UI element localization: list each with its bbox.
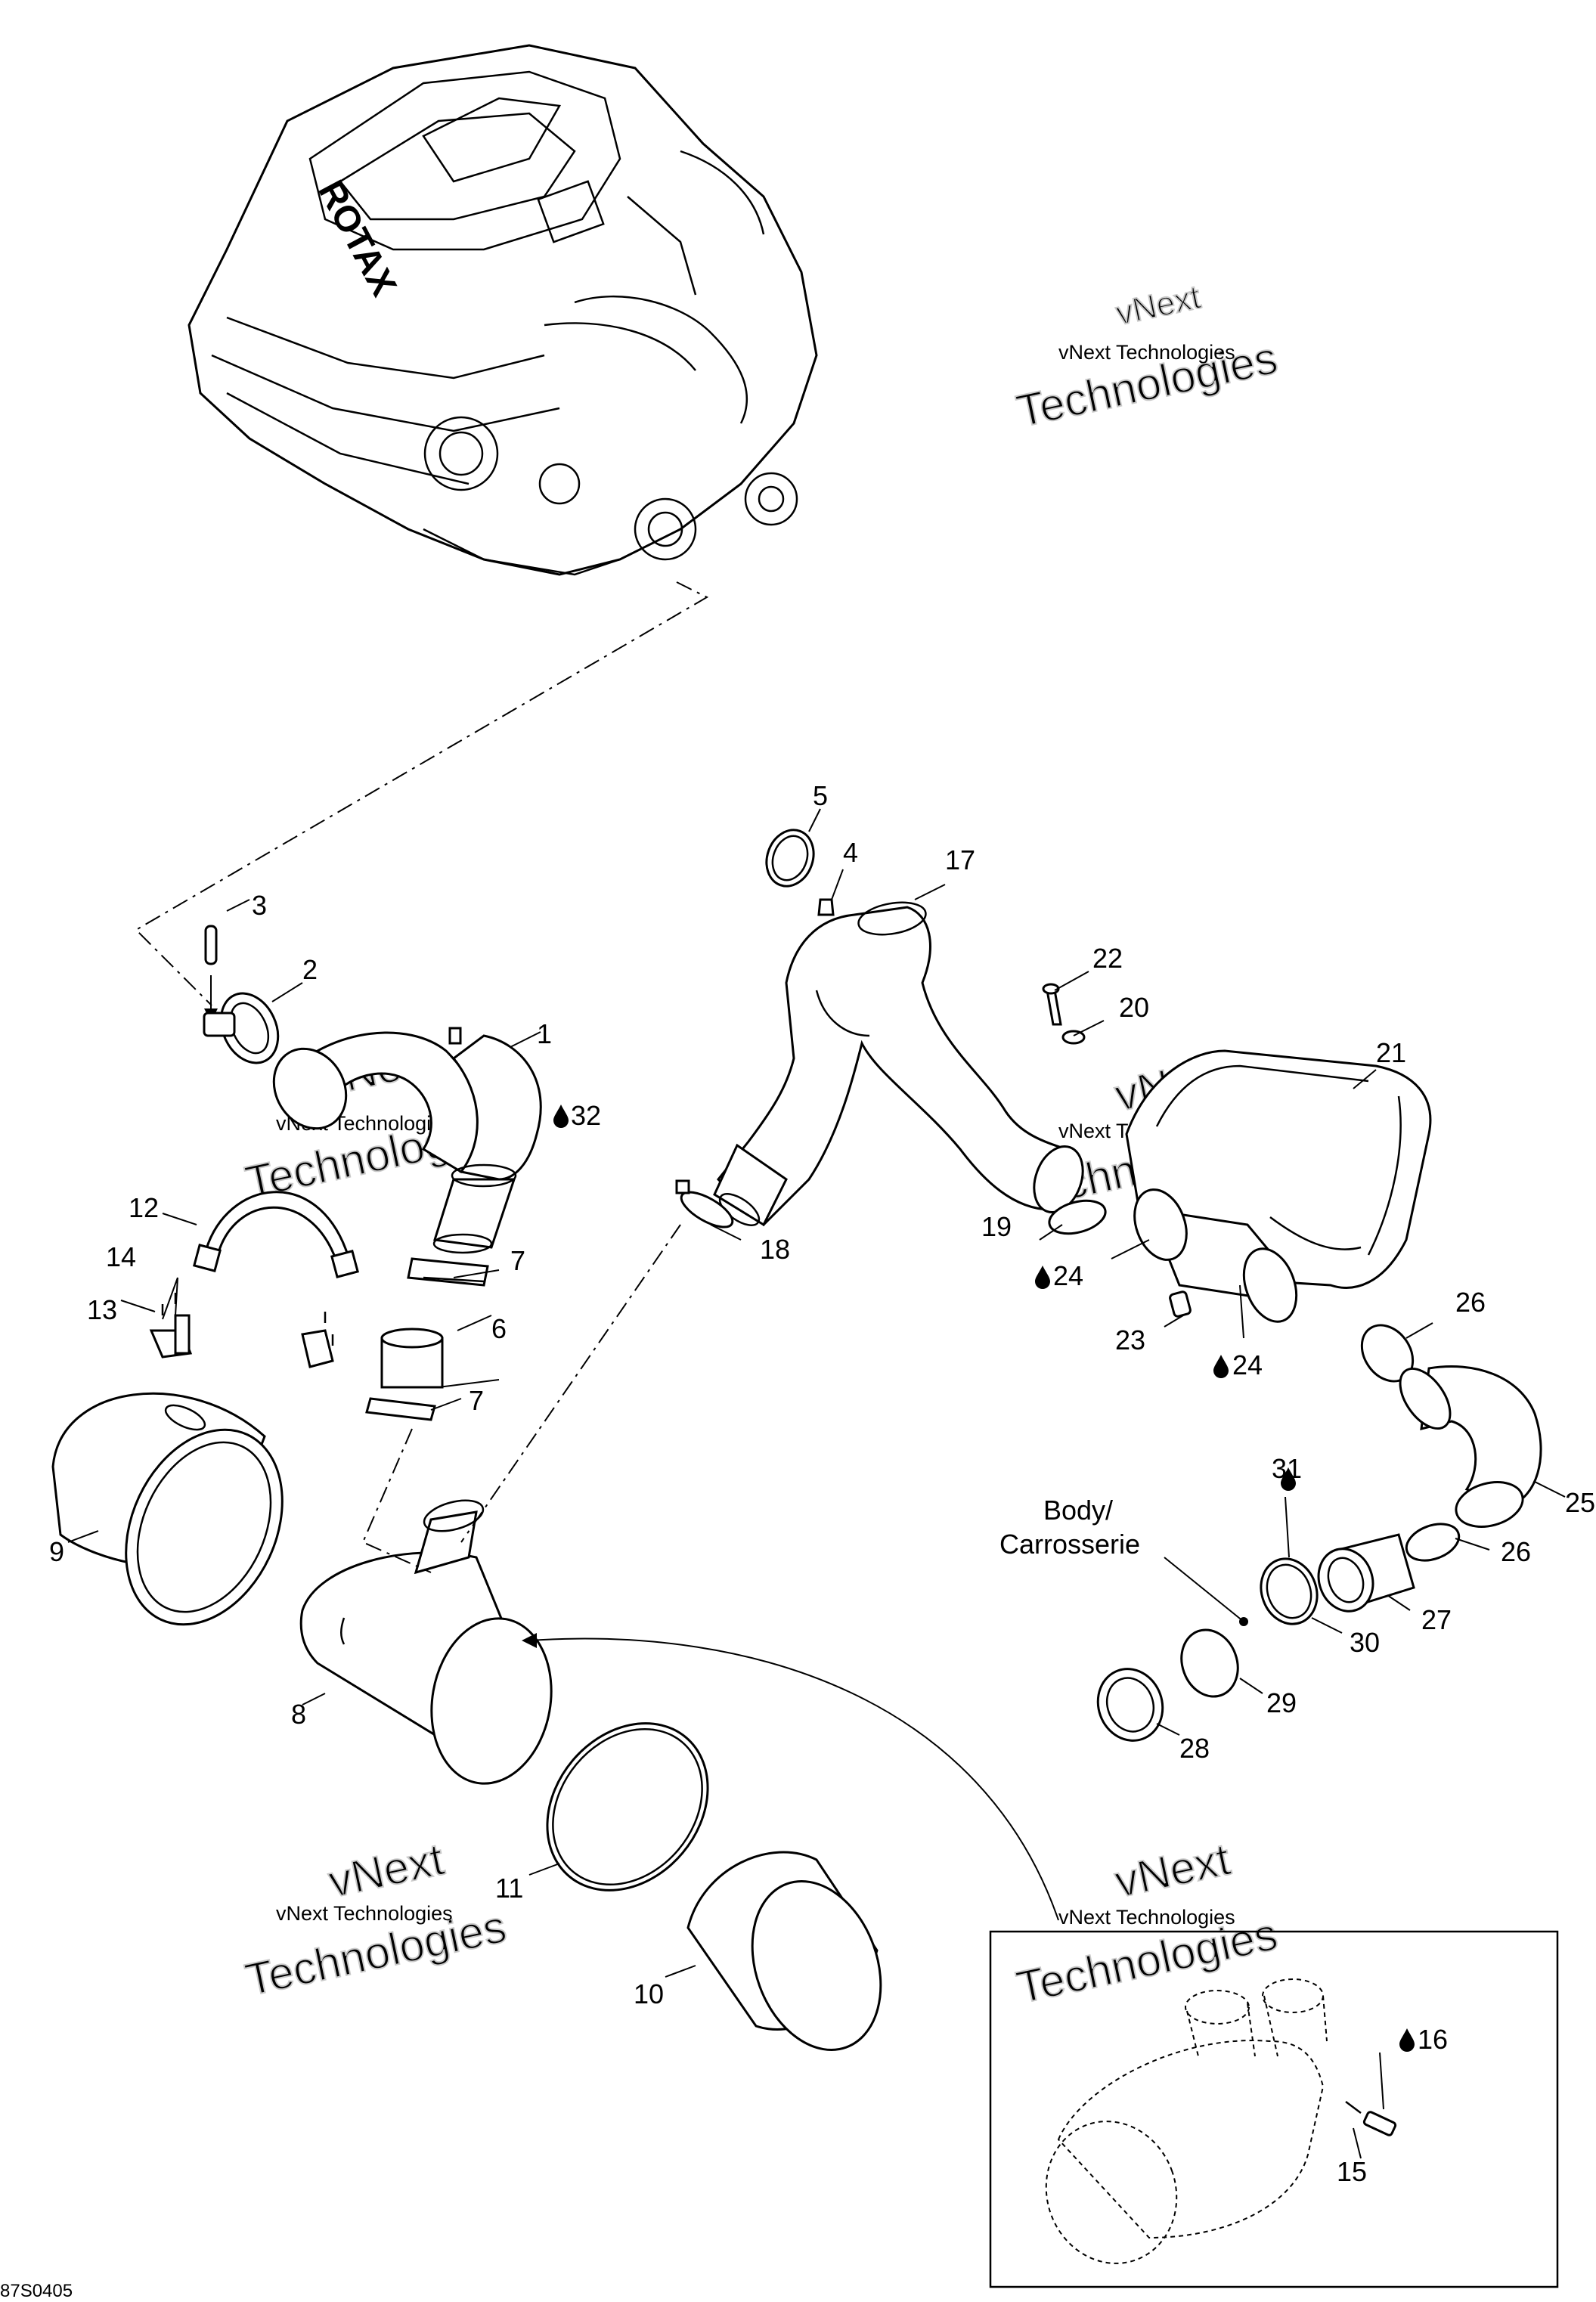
callout-5: 5 — [813, 780, 828, 811]
part-6-7-sleeves — [365, 1257, 489, 1421]
callout-2: 2 — [302, 954, 318, 985]
part-11-ring — [546, 1722, 709, 1891]
callout-6: 6 — [491, 1313, 507, 1344]
part-13-14-brackets — [149, 1293, 334, 1368]
callout-23: 23 — [1115, 1325, 1145, 1355]
callout-26b: 26 — [1501, 1536, 1531, 1567]
callout-17: 17 — [945, 844, 975, 875]
oil-drop-icon — [1399, 2028, 1415, 2052]
body-label-line1: Body/ — [1043, 1495, 1113, 1526]
dashed-leader-sleeve — [361, 1428, 432, 1573]
callout-4: 4 — [843, 837, 858, 868]
figure-code: 87S0405 — [0, 2281, 73, 2301]
oil-drop-icon — [1035, 1266, 1050, 1289]
callout-11: 11 — [495, 1873, 523, 1904]
callout-7b: 7 — [469, 1385, 484, 1416]
body-label-line2: Carrosserie — [999, 1529, 1140, 1560]
inset-arrow — [528, 1637, 1059, 1921]
callout-7a: 7 — [510, 1245, 525, 1276]
part-4-screw — [817, 898, 835, 916]
svg-text:vNext Technologies: vNext Technologies — [1058, 341, 1235, 364]
inset-muffler — [1045, 1978, 1328, 2264]
dashed-leader-engine — [135, 581, 709, 1006]
part-10-end-cap — [686, 1851, 882, 2051]
part-26-clamp-lower — [1405, 1523, 1461, 1562]
svg-text:vNext Technologies: vNext Technologies — [1058, 1906, 1235, 1929]
watermark-6: vNext Technologies vNext Technologies — [1012, 1833, 1283, 2013]
part-30-ring — [1260, 1557, 1319, 1625]
callout-9: 9 — [49, 1536, 64, 1567]
svg-text:vNext: vNext — [1111, 1833, 1235, 1907]
svg-text:vNext Technologies: vNext Technologies — [276, 1902, 453, 1925]
part-22-20-bolt-washer — [1042, 983, 1086, 1045]
part-25-hose — [1399, 1365, 1542, 1528]
callout-25: 25 — [1565, 1487, 1595, 1518]
callout-31: 31 — [1272, 1453, 1302, 1484]
part-28-nut — [1096, 1668, 1164, 1742]
callout-27: 27 — [1421, 1604, 1452, 1635]
callout-8: 8 — [291, 1699, 306, 1730]
svg-text:vNext: vNext — [324, 1833, 448, 1907]
part-24-pipe — [1133, 1188, 1298, 1323]
callout-leaders — [67, 808, 1566, 2159]
callout-24b: 24 — [1232, 1349, 1263, 1380]
part-23-fitting — [1169, 1290, 1192, 1318]
callout-21: 21 — [1376, 1037, 1406, 1068]
callout-12: 12 — [129, 1192, 159, 1223]
callout-13: 13 — [87, 1294, 117, 1325]
callout-28: 28 — [1179, 1733, 1210, 1764]
oil-drop-icon — [1213, 1355, 1229, 1378]
callout-24a: 24 — [1053, 1260, 1083, 1291]
dashed-leader-pipe — [460, 1224, 681, 1543]
callout-10: 10 — [634, 1978, 664, 2009]
part-3-pin — [204, 925, 218, 1022]
callout-18: 18 — [760, 1234, 790, 1265]
svg-text:vNext: vNext — [1113, 278, 1204, 332]
engine-illustration: ROTAX — [187, 44, 818, 576]
callout-32: 32 — [571, 1100, 601, 1131]
callout-16: 16 — [1418, 2024, 1448, 2055]
callout-14: 14 — [106, 1241, 136, 1272]
part-2-clamp — [203, 992, 280, 1064]
body-point — [1239, 1617, 1248, 1626]
callout-26a: 26 — [1455, 1287, 1486, 1318]
part-18-clamp — [675, 1179, 734, 1228]
part-17-pipe — [713, 901, 1084, 1227]
inset-box — [989, 1930, 1559, 2288]
body-leader — [1164, 1557, 1244, 1622]
part-27-fitting — [1317, 1533, 1415, 1613]
watermark-2: vNext Technologies vNext Technologies — [1012, 277, 1283, 437]
part-19-clamp — [1048, 1199, 1107, 1235]
callout-1: 1 — [537, 1018, 552, 1049]
part-29-ring — [1180, 1628, 1239, 1698]
watermark-5: vNext Technologies vNext Technologies — [240, 1833, 512, 2006]
part-5-ring — [765, 829, 815, 888]
part-9-outer-shell — [51, 1392, 284, 1626]
callout-30: 30 — [1350, 1627, 1380, 1658]
callout-15: 15 — [1337, 2156, 1367, 2187]
callout-20: 20 — [1119, 992, 1149, 1023]
callout-3: 3 — [252, 890, 267, 921]
part-12-strap — [193, 1191, 359, 1278]
part-8-muffler — [299, 1499, 553, 1785]
oil-drop-icon — [553, 1105, 569, 1128]
part-15-sensor — [1345, 2101, 1397, 2136]
callout-29: 29 — [1266, 1687, 1297, 1718]
callout-labels: 1 2 3 4 5 6 7 7 8 9 10 11 12 13 14 15 16… — [49, 780, 1595, 2187]
callout-22: 22 — [1092, 943, 1123, 974]
callout-19: 19 — [981, 1211, 1012, 1242]
part-1-elbow-pipe — [272, 1027, 542, 1254]
